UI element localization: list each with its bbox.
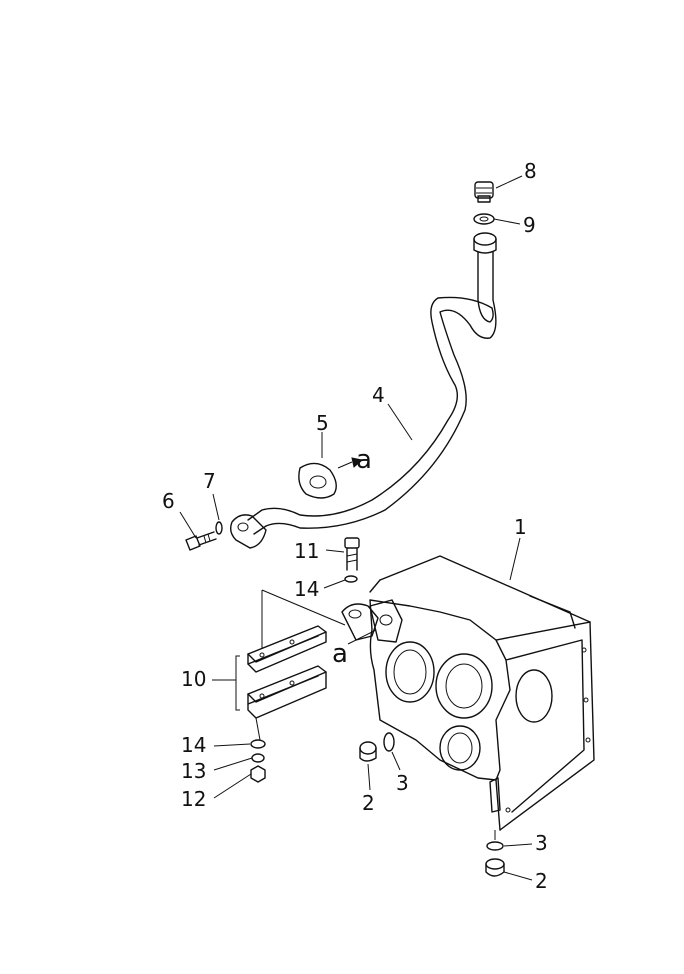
shims-part-10 xyxy=(235,589,346,741)
callout-14-top: 14 xyxy=(294,577,319,601)
callout-13: 13 xyxy=(181,759,206,783)
bolt-part-11 xyxy=(344,537,360,571)
bolt-part-6 xyxy=(185,531,217,551)
case-part-1 xyxy=(341,555,595,831)
callout-6: 6 xyxy=(162,489,175,513)
o-ring-part-3-front xyxy=(383,732,395,752)
callout-7: 7 xyxy=(203,469,216,493)
washer-part-13 xyxy=(251,753,265,763)
callout-14-bottom: 14 xyxy=(181,733,206,757)
callout-5: 5 xyxy=(316,411,329,435)
callout-11: 11 xyxy=(294,539,319,563)
gasket-part-5 xyxy=(298,457,364,499)
callout-9: 9 xyxy=(523,213,536,237)
washer-part-7 xyxy=(215,521,223,535)
callout-12: 12 xyxy=(181,787,206,811)
leader-lines xyxy=(179,175,533,881)
callout-10: 10 xyxy=(181,667,206,691)
plug-part-2-bottom xyxy=(485,858,505,877)
nut-part-12 xyxy=(250,765,266,783)
callout-labels: 8 9 4 5 6 7 1 11 14 10 14 13 12 2 3 3 2 … xyxy=(162,159,548,893)
callout-3-front: 3 xyxy=(396,771,409,795)
o-ring-part-3-bottom xyxy=(486,841,504,851)
callout-2-bottom: 2 xyxy=(535,869,548,893)
washer-part-14-bottom xyxy=(250,739,266,749)
washer-part-14-top xyxy=(344,575,358,583)
callout-1: 1 xyxy=(514,515,527,539)
callout-8: 8 xyxy=(524,159,537,183)
fitting-part-8 xyxy=(474,181,494,203)
washer-part-9 xyxy=(473,213,495,225)
callout-3-bottom: 3 xyxy=(535,831,548,855)
tube-part-4 xyxy=(229,232,497,549)
view-ref-a-top: a xyxy=(356,445,372,475)
view-ref-a-bottom: a xyxy=(332,639,348,669)
plug-part-2-front xyxy=(359,741,377,762)
callout-2-front: 2 xyxy=(362,791,375,815)
callout-4: 4 xyxy=(372,383,385,407)
